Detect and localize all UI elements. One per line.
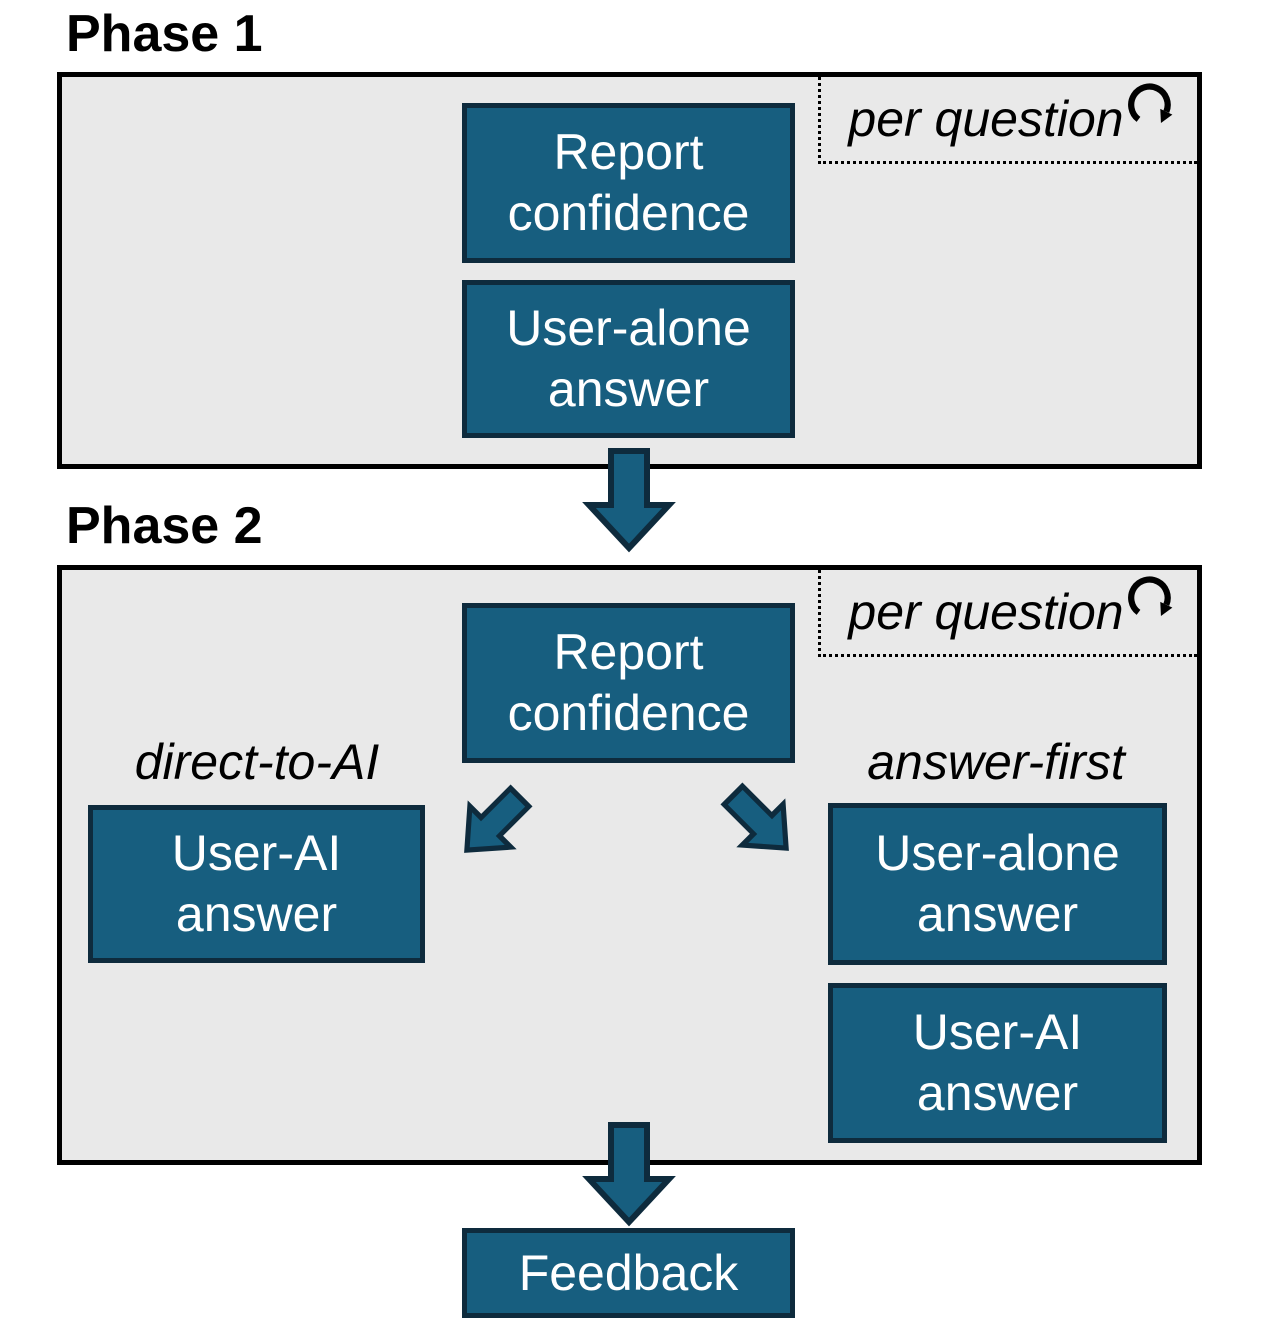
node-label: User-AI answer <box>912 1004 1083 1121</box>
report-confidence-box: Report confidence <box>462 103 795 263</box>
phase2-per-question-tag: per question <box>818 570 1197 657</box>
node-label: User-alone answer <box>875 825 1120 942</box>
user-alone-answer-box: User-alone answer <box>828 803 1167 965</box>
user-ai-answer-box: User-AI answer <box>828 983 1167 1143</box>
down-arrow-phase1-to-phase2 <box>582 448 676 553</box>
loop-arrow-icon <box>1127 576 1172 616</box>
phase1-per-question-tag: per question <box>818 77 1197 164</box>
diagonal-arrow-down-left <box>464 784 533 853</box>
phase2-panel: per question Report confidence direct-to… <box>57 565 1202 1165</box>
feedback-box: Feedback <box>462 1228 795 1318</box>
node-label: User-AI answer <box>171 825 342 942</box>
node-label: Report confidence <box>507 124 750 241</box>
report-confidence-box: Report confidence <box>462 603 795 763</box>
node-label: User-alone answer <box>506 300 751 417</box>
per-question-label: per question <box>848 584 1124 640</box>
direct-to-ai-branch-label: direct-to-AI <box>134 734 380 790</box>
phase2-title: Phase 2 <box>66 497 263 555</box>
phase1-title: Phase 1 <box>66 5 263 63</box>
user-alone-answer-box: User-alone answer <box>462 280 795 438</box>
down-arrow-to-feedback <box>582 1122 676 1227</box>
diagonal-arrow-down-right <box>720 782 789 851</box>
node-label: Report confidence <box>507 624 750 741</box>
loop-arrow-icon <box>1127 83 1172 123</box>
user-ai-answer-box: User-AI answer <box>88 805 425 963</box>
node-label: Feedback <box>518 1244 739 1301</box>
answer-first-branch-label: answer-first <box>867 734 1125 790</box>
per-question-label: per question <box>848 91 1124 147</box>
phase1-panel: per question Report confidence User-alon… <box>57 72 1202 469</box>
